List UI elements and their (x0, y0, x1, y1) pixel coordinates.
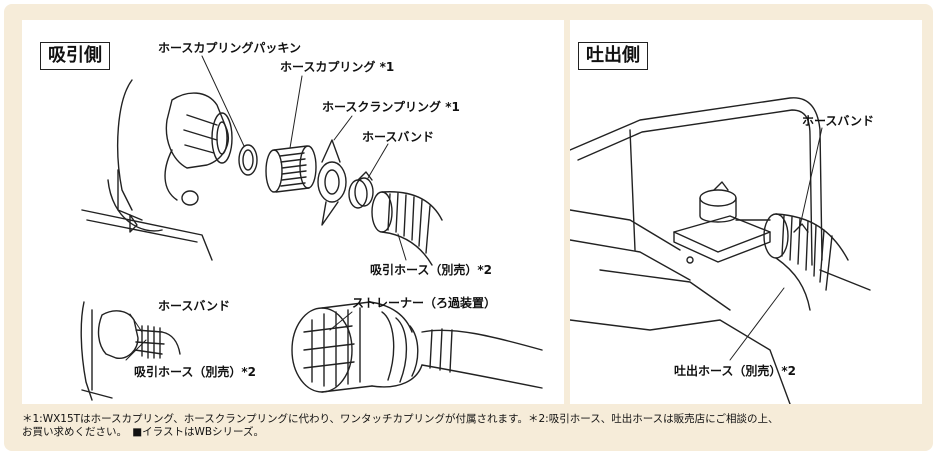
label-gasket: ホースカプリングパッキン (158, 41, 302, 55)
footnote-line-2: お買い求めください。 ■イラストはWBシリーズ。 (22, 426, 265, 438)
discharge-panel: 吐出側 ホースバンド 吐出ホース（別売）*2 (570, 20, 922, 404)
label-suction-hose-top: 吸引ホース（別売）*2 (370, 263, 493, 277)
suction-illustration (80, 55, 543, 401)
strainer-drawing (291, 301, 543, 393)
label-discharge-hose: 吐出ホース（別売）*2 (674, 364, 797, 378)
footnote-line-1: ＊1:WX15Tはホースカプリング、ホースクランプリングに代わり、ワンタッチカプ… (22, 413, 779, 425)
label-suction-hose-bottom: 吸引ホース（別売）*2 (134, 365, 257, 379)
label-hose-band-bottom: ホースバンド (158, 299, 231, 313)
gasket-drawing (238, 144, 258, 176)
hose-band-drawing (348, 171, 374, 209)
suction-side-title: 吸引側 (40, 42, 110, 70)
label-clamp-ring: ホースクランプリング *1 (322, 100, 460, 114)
label-coupling: ホースカプリング *1 (280, 60, 395, 74)
suction-panel: 吸引側 ホースカプリングパッキン ホースカプリング *1 ホースクランプリング … (22, 20, 564, 404)
discharge-hose-drawing (763, 213, 849, 311)
discharge-illustration (570, 97, 871, 404)
label-hose-band-top: ホースバンド (362, 130, 435, 144)
pump-small-drawing (80, 301, 181, 401)
discharge-side-title: 吐出側 (578, 42, 648, 70)
suction-hose-drawing (371, 191, 443, 266)
label-hose-band-discharge: ホースバンド (802, 114, 875, 128)
footnote: ＊1:WX15Tはホースカプリング、ホースクランプリングに代わり、ワンタッチカプ… (22, 413, 927, 439)
figure-frame: 吸引側 ホースカプリングパッキン ホースカプリング *1 ホースクランプリング … (4, 4, 933, 451)
coupling-drawing (265, 145, 317, 193)
pump-body-drawing (81, 79, 233, 261)
label-strainer: ストレーナー（ろ過装置） (352, 296, 497, 310)
clamp-ring-drawing (317, 139, 347, 226)
discharge-outlet-drawing (673, 181, 771, 264)
